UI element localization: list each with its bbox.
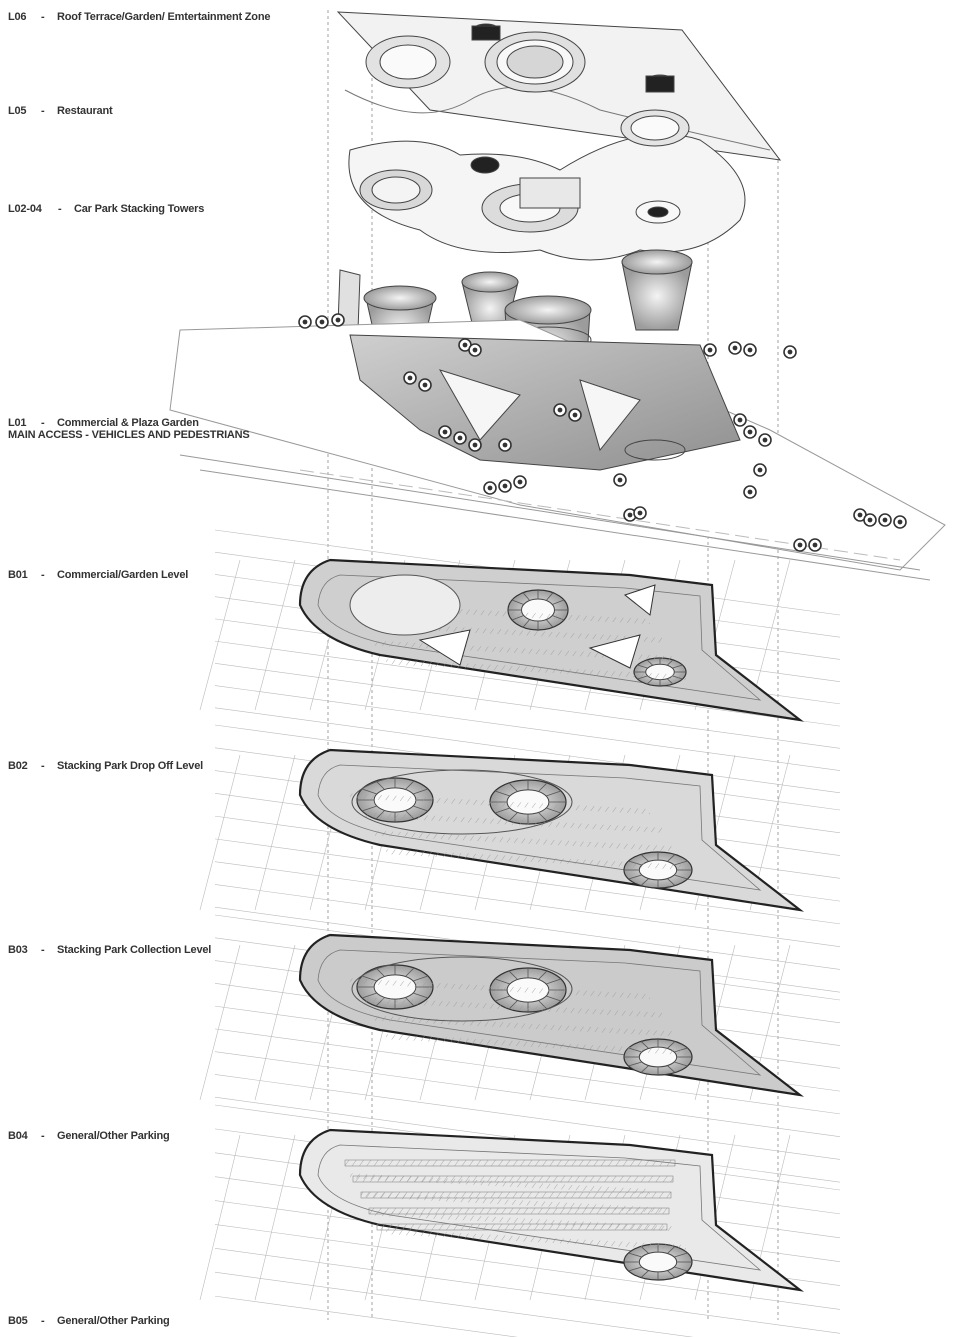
level-dash: - <box>58 203 62 215</box>
level-label-l01: L01 -Commercial & Plaza Garden <box>8 417 199 429</box>
level-code: B01 <box>8 569 28 581</box>
level-code: B05 <box>8 1315 28 1327</box>
level-label-b05: B05 -General/Other Parking <box>8 1315 170 1327</box>
level-name: General/Other Parking <box>57 1315 170 1327</box>
level-dash: - <box>41 944 45 956</box>
level-code: B02 <box>8 760 28 772</box>
restaurant-level <box>348 109 746 261</box>
level-name: Restaurant <box>57 105 113 117</box>
level-name: General/Other Parking <box>57 1130 170 1142</box>
level-dash: - <box>41 569 45 581</box>
level-label-b04: B04 -General/Other Parking <box>8 1130 170 1142</box>
level-name: Commercial/Garden Level <box>57 569 189 581</box>
level-code: L05 <box>8 105 27 117</box>
main-access-label: MAIN ACCESS - VEHICLES AND PEDESTRIANS <box>8 429 250 441</box>
basement-slabs <box>298 558 805 1292</box>
level-dash: - <box>41 105 45 117</box>
level-label-l06: L06 -Roof Terrace/Garden/ Emtertainment Z… <box>8 11 270 23</box>
level-name: Commercial & Plaza Garden <box>57 417 199 429</box>
level-code: B03 <box>8 944 28 956</box>
level-dash: - <box>41 11 45 23</box>
level-code: L01 <box>8 417 27 429</box>
level-label-l05: L05 -Restaurant <box>8 105 113 117</box>
level-code: L02-04 <box>8 203 42 215</box>
level-dash: - <box>41 417 45 429</box>
level-dash: - <box>41 1130 45 1142</box>
level-label-b03: B03 -Stacking Park Collection Level <box>8 944 211 956</box>
projection-lines <box>327 10 779 1320</box>
level-label-b01: B01 -Commercial/Garden Level <box>8 569 188 581</box>
level-code: B04 <box>8 1130 28 1142</box>
level-code: L06 <box>8 11 27 23</box>
level-dash: - <box>41 1315 45 1327</box>
level-label-l02-04: L02-04 -Car Park Stacking Towers <box>8 203 204 215</box>
roof-level <box>336 11 782 161</box>
level-label-b02: B02 -Stacking Park Drop Off Level <box>8 760 203 772</box>
level-name: Roof Terrace/Garden/ Emtertainment Zone <box>57 11 271 23</box>
level-name: Stacking Park Collection Level <box>57 944 212 956</box>
tree-symbols <box>298 313 907 552</box>
level-dash: - <box>41 760 45 772</box>
plaza-level <box>169 319 946 581</box>
level-name: Car Park Stacking Towers <box>74 203 205 215</box>
level-name: Stacking Park Drop Off Level <box>57 760 203 772</box>
